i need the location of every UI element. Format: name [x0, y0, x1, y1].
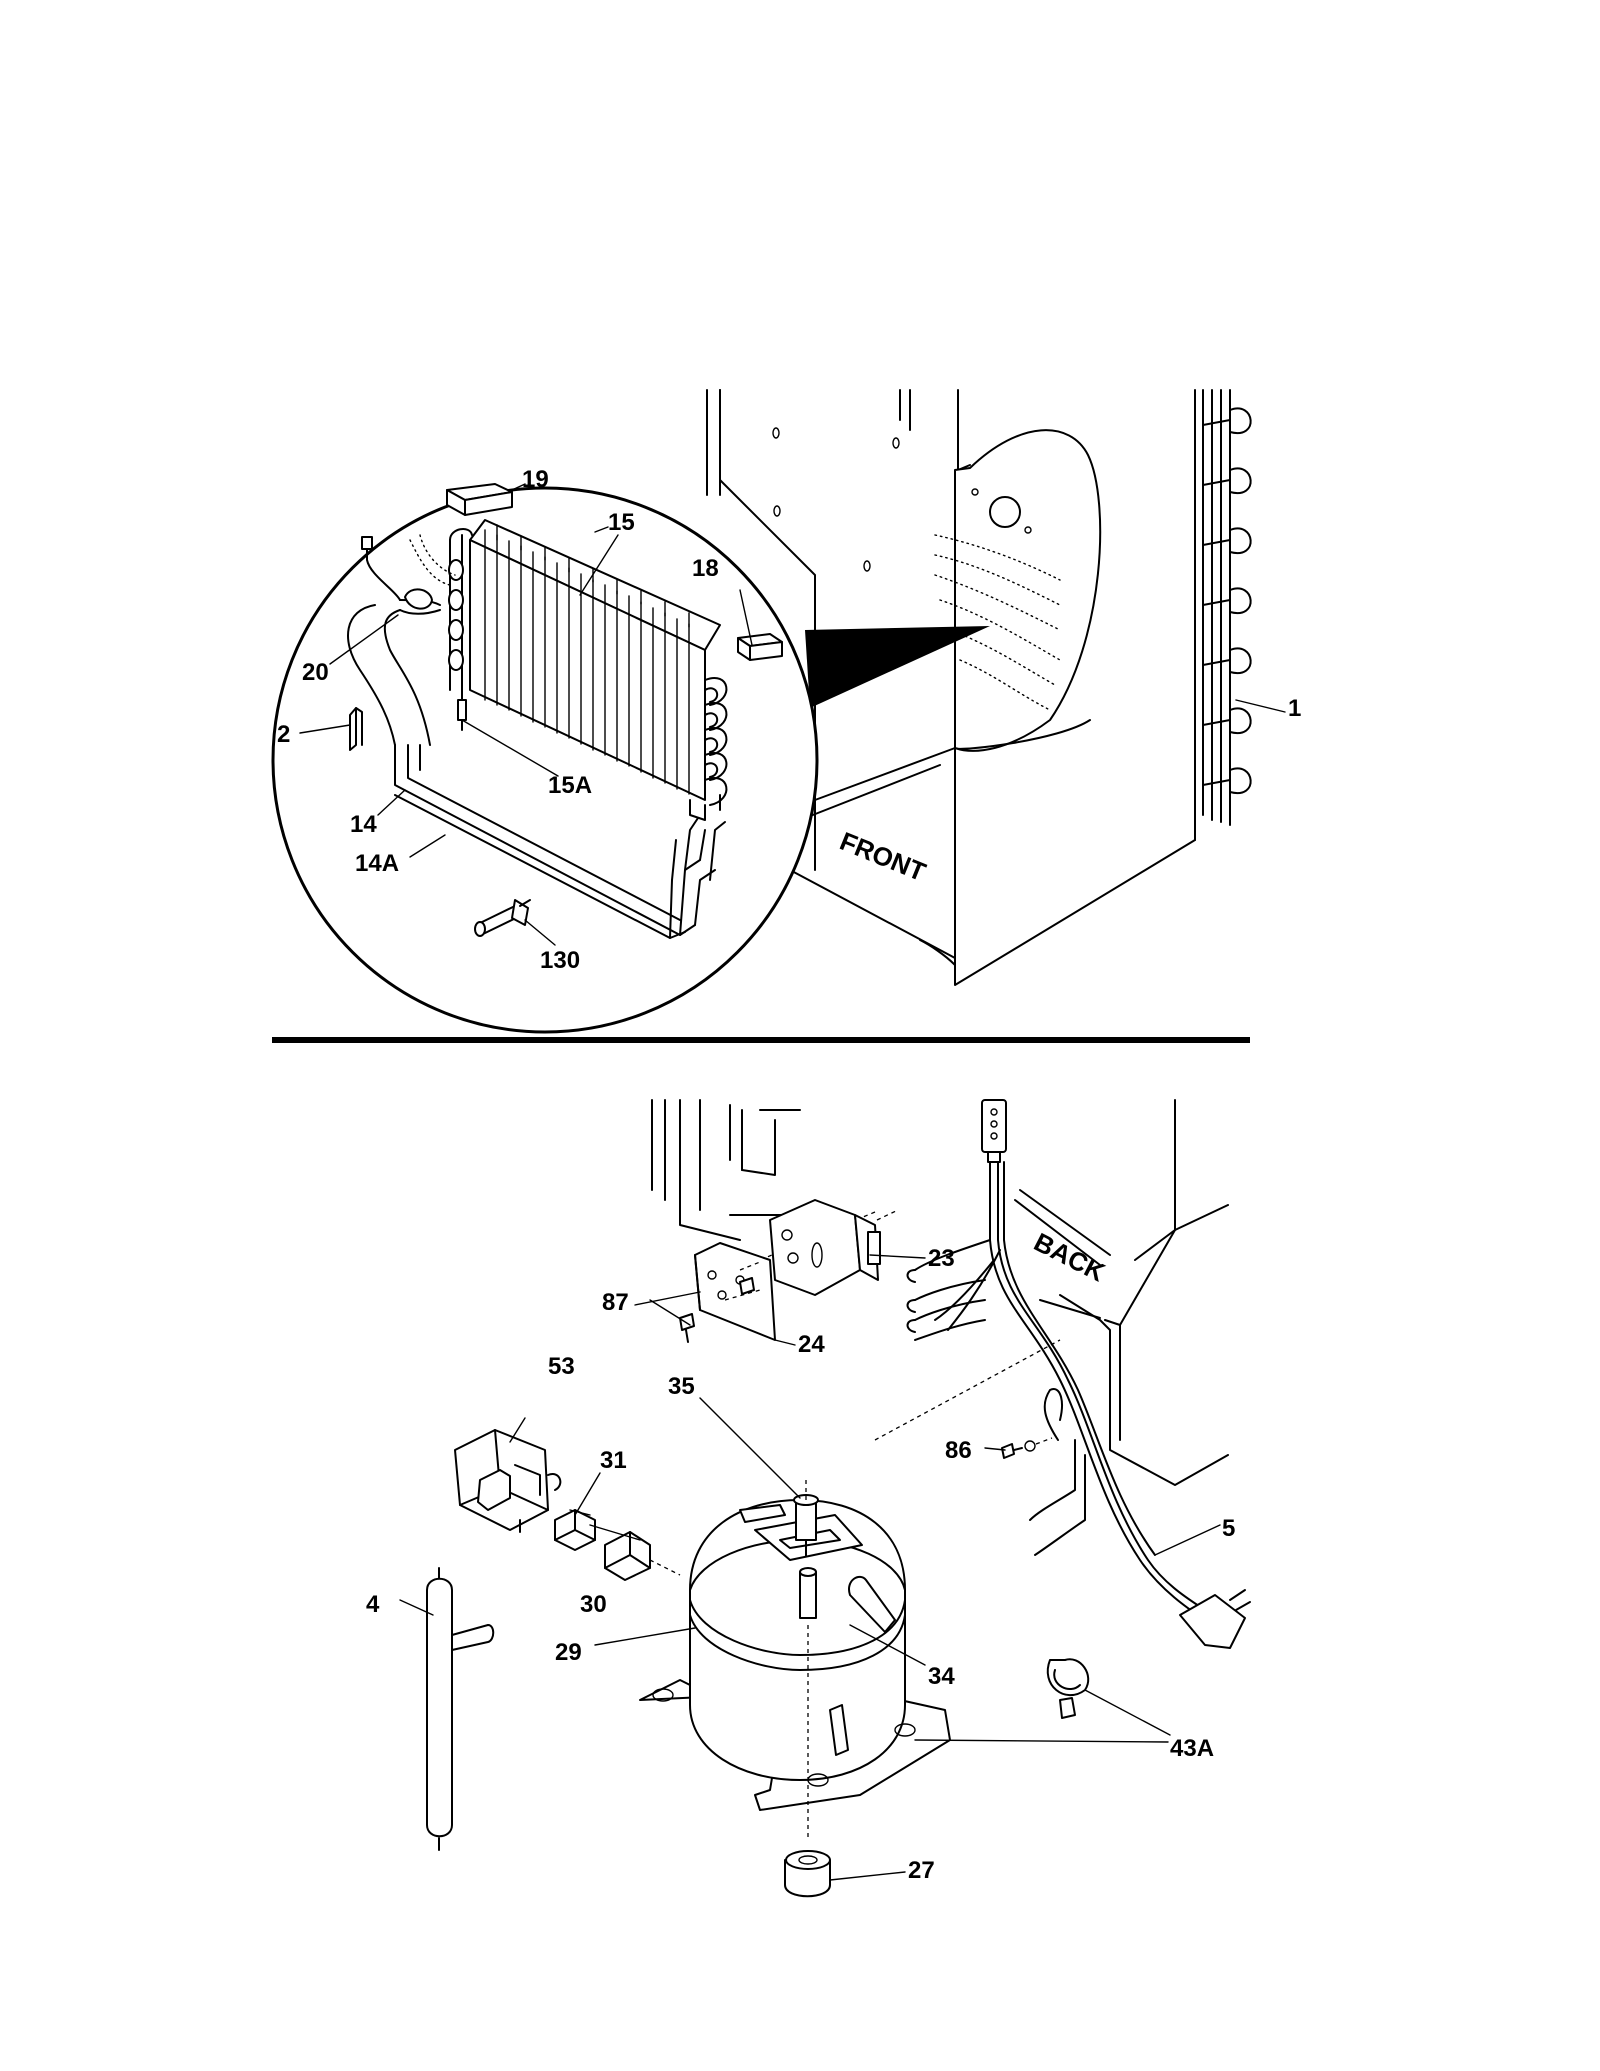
label-part-53: 53 [548, 1353, 575, 1380]
label-part-15: 15 [608, 509, 635, 536]
label-part-19: 19 [522, 466, 549, 493]
label-part-23: 23 [928, 1245, 955, 1272]
condenser-coil [1202, 389, 1252, 826]
label-part-24: 24 [798, 1331, 825, 1358]
label-part-27: 27 [908, 1857, 935, 1884]
part-31-relay [554, 1509, 596, 1551]
part-18-block [737, 633, 783, 661]
label-part-34: 34 [928, 1663, 955, 1690]
part-27-grommet [784, 1850, 831, 1898]
label-part-35: 35 [668, 1373, 695, 1400]
label-part-1: 1 [1288, 695, 1301, 722]
part-23-defrost-timer [769, 1199, 899, 1296]
part-4-drier [426, 1567, 495, 1851]
evaporator-detail-circle [271, 483, 819, 1034]
evaporator-fins [469, 519, 721, 801]
section-divider [272, 1037, 1250, 1043]
label-part-4: 4 [366, 1591, 380, 1618]
label-part-14: 14 [350, 811, 377, 838]
label-part-20: 20 [302, 659, 329, 686]
part-labels: 19 15 18 20 2 15A 14 14A 130 1 23 87 24 … [277, 466, 1301, 1884]
harness-wire [347, 534, 456, 746]
label-part-87: 87 [602, 1289, 629, 1316]
callout-wedge [805, 626, 990, 708]
label-part-31: 31 [600, 1447, 627, 1474]
label-part-2: 2 [277, 721, 290, 748]
part-29-compressor [639, 1480, 951, 1840]
label-part-130: 130 [540, 947, 580, 974]
part-30-overload [604, 1531, 681, 1581]
label-part-86: 86 [945, 1437, 972, 1464]
part-130-plug [474, 899, 531, 937]
label-part-29: 29 [555, 1639, 582, 1666]
label-part-15a: 15A [548, 772, 592, 799]
label-part-14a: 14A [355, 850, 399, 877]
part-43a-clamp [1046, 1658, 1090, 1719]
defrost-heater-loop [394, 744, 726, 939]
back-label: BACK [1029, 1227, 1110, 1288]
label-part-30: 30 [580, 1591, 607, 1618]
part-19-block [446, 483, 513, 516]
label-part-18: 18 [692, 555, 719, 582]
label-part-5: 5 [1222, 1515, 1235, 1542]
part-24-bracket [679, 1242, 776, 1343]
part-53-relay-cover [454, 1429, 562, 1533]
label-part-43a: 43A [1170, 1735, 1214, 1762]
evaporator-left-header [448, 528, 473, 696]
part-86-screw [1001, 1437, 1053, 1459]
power-cord [906, 1099, 1251, 1649]
part-2-clip [349, 707, 363, 751]
front-label: FRONT [836, 826, 930, 887]
